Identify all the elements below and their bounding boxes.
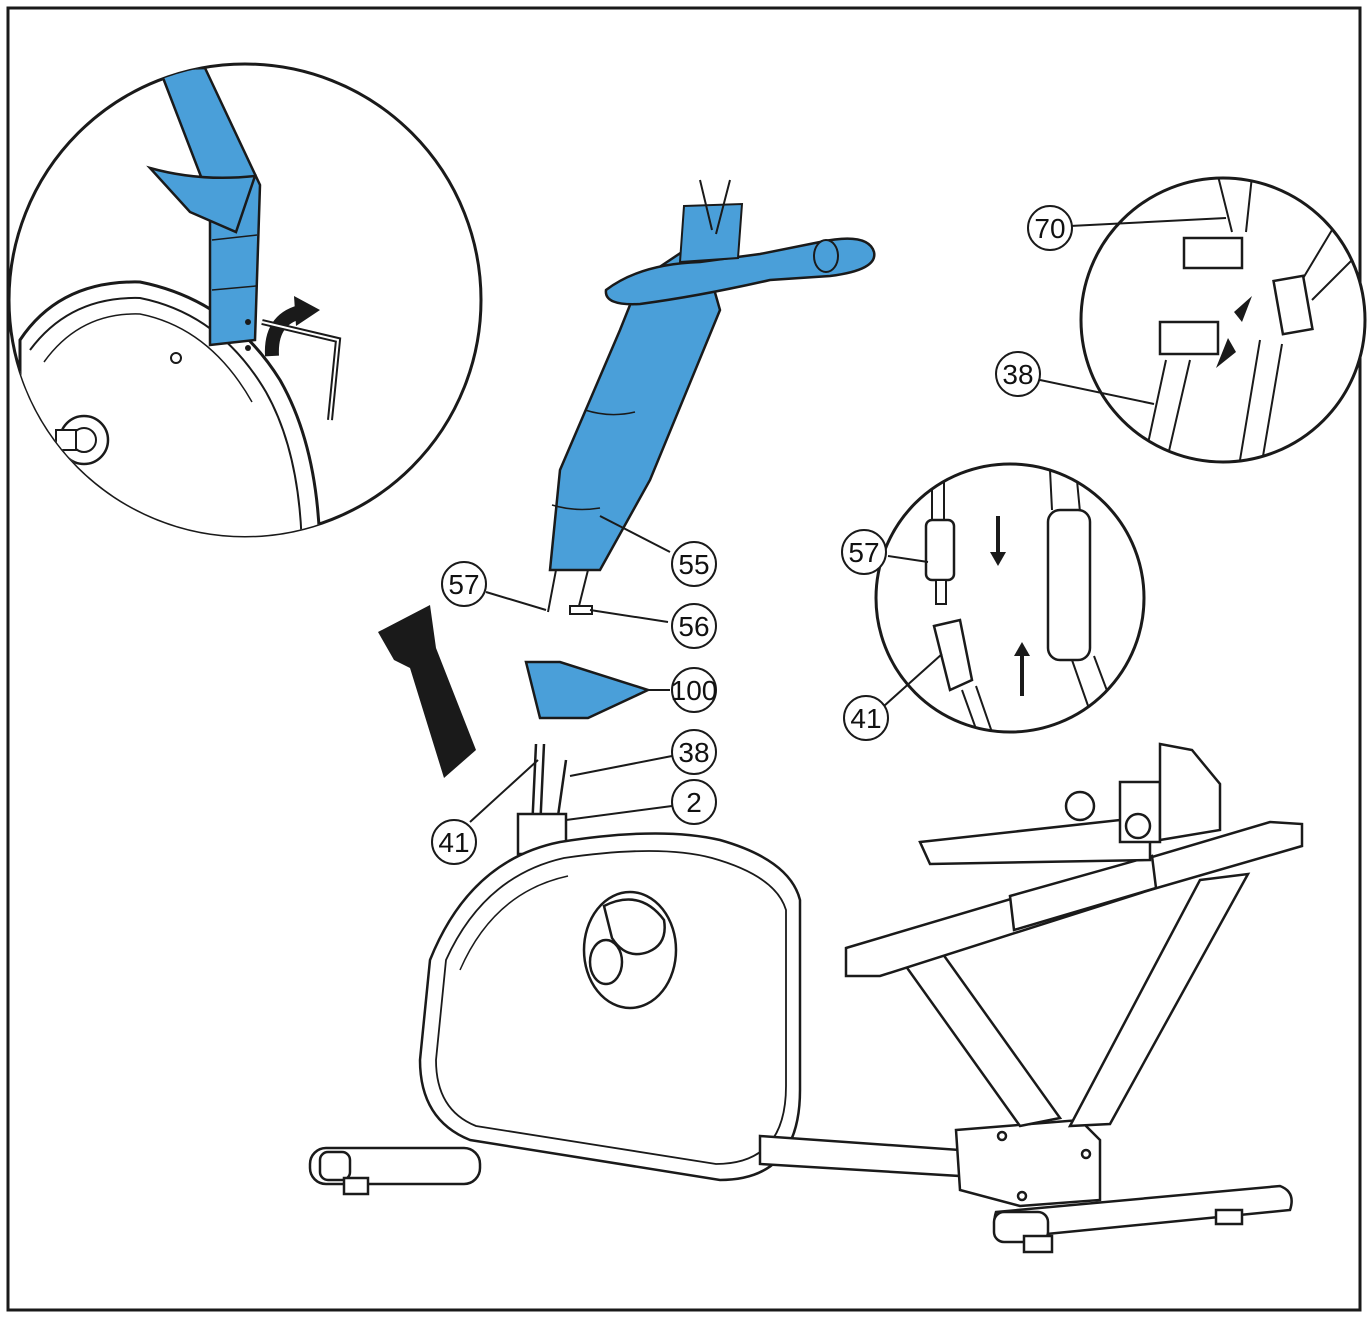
- connect-arrows-icon: [1234, 296, 1252, 322]
- detail-circle-top-right: [1079, 176, 1367, 464]
- svg-text:38: 38: [678, 737, 709, 768]
- plug-57: [924, 518, 956, 582]
- callout-38-main: 38: [671, 729, 717, 775]
- handlebar-post: [547, 179, 876, 615]
- large-up-arrow-icon: [378, 605, 476, 778]
- connector-70: [1182, 236, 1244, 270]
- cover-100: [524, 660, 652, 720]
- svg-text:41: 41: [850, 703, 881, 734]
- svg-text:55: 55: [678, 549, 709, 580]
- connector-38: [1158, 320, 1220, 356]
- callout-38-detail: 38: [995, 351, 1041, 397]
- callout-70-detail: 70: [1027, 205, 1073, 251]
- page-frame: [6, 6, 1362, 1312]
- bike-frame: [308, 742, 1304, 1254]
- callout-100-main: 100: [671, 667, 718, 713]
- svg-text:70: 70: [1034, 213, 1065, 244]
- svg-text:100: 100: [671, 675, 718, 706]
- svg-text:56: 56: [678, 611, 709, 642]
- svg-text:2: 2: [686, 787, 702, 818]
- callout-57-detail: 57: [841, 529, 887, 575]
- callout-56-main: 56: [671, 603, 717, 649]
- callout-41-main: 41: [431, 819, 477, 865]
- svg-text:41: 41: [438, 827, 469, 858]
- svg-text:57: 57: [848, 537, 879, 568]
- detail-circle-left: [7, 62, 483, 538]
- callout-57-main: 57: [441, 561, 487, 607]
- callout-41-detail: 41: [843, 695, 889, 741]
- svg-text:57: 57: [448, 569, 479, 600]
- socket-41: [932, 618, 974, 692]
- callout-2-main: 2: [671, 779, 717, 825]
- callout-55-main: 55: [671, 541, 717, 587]
- detail-circle-middle: [874, 462, 1146, 734]
- svg-text:38: 38: [1002, 359, 1033, 390]
- leader-lines: [469, 217, 1227, 823]
